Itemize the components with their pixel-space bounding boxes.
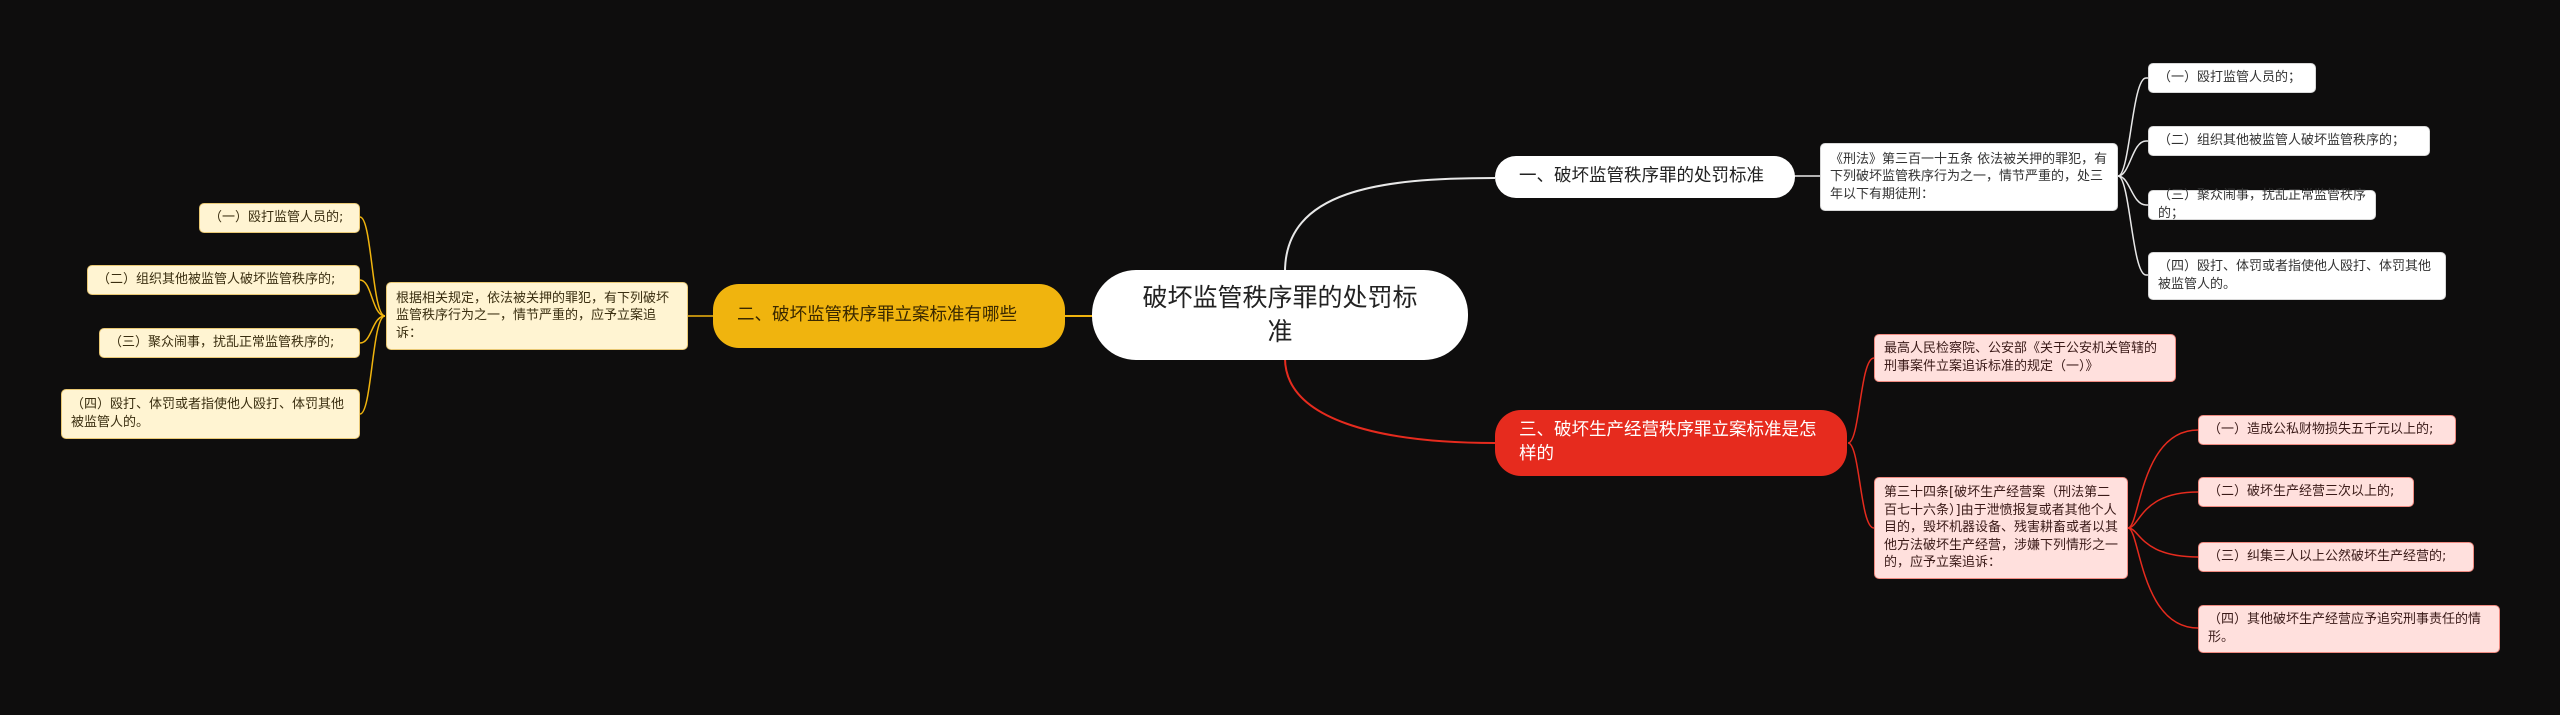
branch-2-detail[interactable]: 根据相关规定，依法被关押的罪犯，有下列破坏监管秩序行为之一，情节严重的，应予立案… <box>386 282 688 350</box>
link-root-branch3 <box>1284 357 1496 444</box>
branch-1-item-1[interactable]: （一）殴打监管人员的； <box>2148 63 2316 93</box>
link-root-branch1 <box>1284 177 1496 273</box>
link-b1-item1 <box>2117 77 2148 177</box>
link-b1-item2 <box>2117 140 2148 177</box>
branch-1-item-2-text: （二）组织其他被监管人破坏监管秩序的； <box>2158 133 2406 149</box>
link-b1-item3 <box>2117 175 2148 206</box>
branch-1-label: 一、破坏监管秩序罪的处罚标准 <box>1519 166 1764 187</box>
branch-3-detail[interactable]: 第三十四条[破坏生产经营案（刑法第二百七十六条）]由于泄愤报复或者其他个人目的，… <box>1874 477 2128 579</box>
branch-3-label: 三、破坏生产经营秩序罪立案标准是怎样的 <box>1519 420 1817 464</box>
branch-2-item-2[interactable]: （二）组织其他被监管人破坏监管秩序的; <box>87 265 360 295</box>
branch-3-detail-text: 第三十四条[破坏生产经营案（刑法第二百七十六条）]由于泄愤报复或者其他个人目的，… <box>1884 485 2119 571</box>
link-b2-item2 <box>359 279 386 317</box>
branch-1-item-4-text: （四）殴打、体罚或者指使他人殴打、体罚其他被监管人的。 <box>2158 259 2432 292</box>
link-b1-item4 <box>2117 175 2148 276</box>
branch-3-item-1-text: （一）造成公私财物损失五千元以上的; <box>2208 422 2434 438</box>
branch-2-item-4[interactable]: （四）殴打、体罚或者指使他人殴打、体罚其他被监管人的。 <box>61 389 360 439</box>
link-b3-item4 <box>2127 527 2199 629</box>
branch-1-item-4[interactable]: （四）殴打、体罚或者指使他人殴打、体罚其他被监管人的。 <box>2148 252 2446 300</box>
root-topic[interactable]: 破坏监管秩序罪的处罚标准 <box>1092 270 1468 360</box>
branch-3-topic[interactable]: 三、破坏生产经营秩序罪立案标准是怎样的 <box>1495 410 1847 476</box>
branch-1-detail-text: 《刑法》第三百一十五条 依法被关押的罪犯，有下列破坏监管秩序行为之一，情节严重的… <box>1830 151 2108 202</box>
branch-1-item-2[interactable]: （二）组织其他被监管人破坏监管秩序的； <box>2148 126 2430 156</box>
branch-3-item-2-text: （二）破坏生产经营三次以上的; <box>2208 484 2395 500</box>
branch-2-label: 二、破坏监管秩序罪立案标准有哪些 <box>737 305 1017 326</box>
branch-3-item-1[interactable]: （一）造成公私财物损失五千元以上的; <box>2198 415 2456 445</box>
branch-2-detail-text: 根据相关规定，依法被关押的罪犯，有下列破坏监管秩序行为之一，情节严重的，应予立案… <box>396 290 670 341</box>
branch-3-source-text: 最高人民检察院、公安部《关于公安机关管辖的刑事案件立案追诉标准的规定（一）》 <box>1884 341 2158 374</box>
branch-2-topic[interactable]: 二、破坏监管秩序罪立案标准有哪些 <box>713 284 1065 348</box>
branch-1-item-3[interactable]: （三）聚众闹事，扰乱正常监管秩序的； <box>2148 188 2376 221</box>
branch-1-item-3-text: （三）聚众闹事，扰乱正常监管秩序的； <box>2158 188 2367 221</box>
branch-1-item-1-text: （一）殴打监管人员的； <box>2158 70 2302 86</box>
link-b3-item3 <box>2127 527 2199 558</box>
branch-3-item-2[interactable]: （二）破坏生产经营三次以上的; <box>2198 477 2414 507</box>
link-branch3-source <box>1847 357 1875 444</box>
branch-2-item-1[interactable]: （一）殴打监管人员的; <box>199 203 360 233</box>
link-b2-item4 <box>359 315 386 415</box>
branch-2-item-1-text: （一）殴打监管人员的; <box>209 210 344 226</box>
branch-1-topic[interactable]: 一、破坏监管秩序罪的处罚标准 <box>1495 156 1795 198</box>
branch-3-source[interactable]: 最高人民检察院、公安部《关于公安机关管辖的刑事案件立案追诉标准的规定（一）》 <box>1874 334 2176 382</box>
root-topic-label: 破坏监管秩序罪的处罚标准 <box>1142 283 1418 346</box>
link-b3-item1 <box>2127 429 2199 529</box>
branch-3-item-4-text: （四）其他破坏生产经营应予追究刑事责任的情形。 <box>2208 612 2482 645</box>
branch-1-detail[interactable]: 《刑法》第三百一十五条 依法被关押的罪犯，有下列破坏监管秩序行为之一，情节严重的… <box>1820 143 2118 211</box>
branch-2-item-4-text: （四）殴打、体罚或者指使他人殴打、体罚其他被监管人的。 <box>71 397 345 430</box>
branch-2-item-2-text: （二）组织其他被监管人破坏监管秩序的; <box>97 272 336 288</box>
link-b2-item1 <box>359 216 386 317</box>
branch-2-item-3[interactable]: （三）聚众闹事，扰乱正常监管秩序的; <box>99 328 360 358</box>
link-branch3-detail <box>1847 442 1875 529</box>
branch-3-item-3-text: （三）纠集三人以上公然破坏生产经营的; <box>2208 549 2447 565</box>
branch-2-item-3-text: （三）聚众闹事，扰乱正常监管秩序的; <box>109 335 335 351</box>
link-b3-item2 <box>2127 491 2199 529</box>
branch-3-item-3[interactable]: （三）纠集三人以上公然破坏生产经营的; <box>2198 542 2474 572</box>
branch-3-item-4[interactable]: （四）其他破坏生产经营应予追究刑事责任的情形。 <box>2198 605 2500 653</box>
